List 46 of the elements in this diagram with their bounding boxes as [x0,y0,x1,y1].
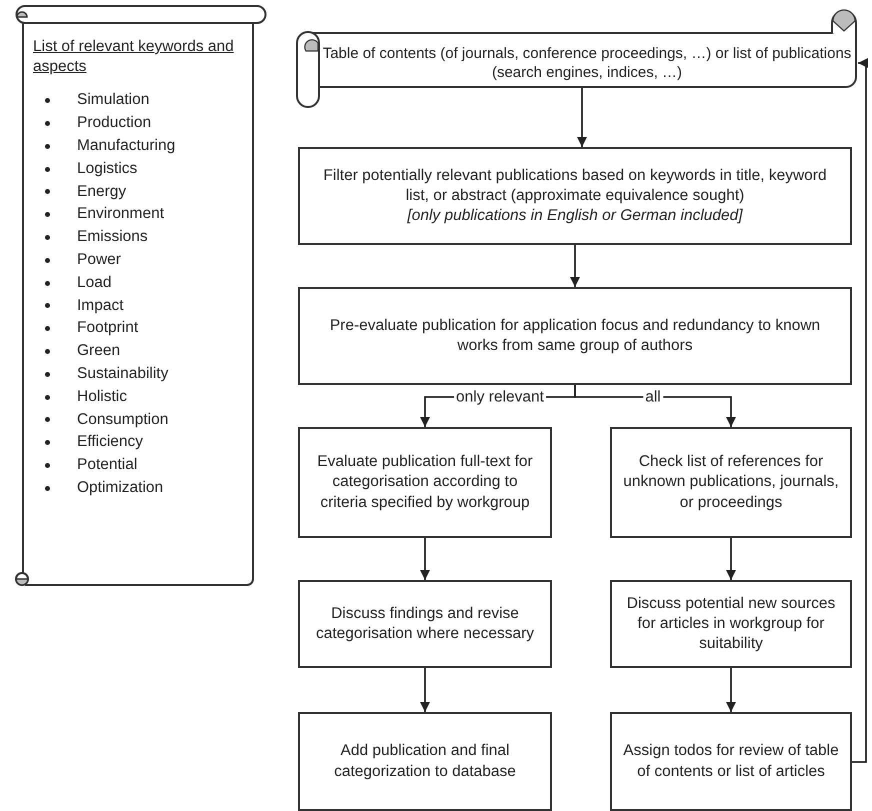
node-text: Pre-evaluate publication for application focus and redundancy to known works from same group of authors [328,316,822,356]
keyword-item: Consumption [77,410,168,430]
keyword-item: Optimization [77,478,164,498]
process-box [298,427,552,538]
keyword-item: Logistics [77,160,138,178]
keyword-item: Holistic [77,388,127,406]
keyword-item: Load [77,274,112,292]
process-box [298,580,552,668]
keyword-item: Production [77,114,152,133]
keyword-item: Power [77,250,121,270]
node-text: Evaluate publication full-text for categorisation according to criteria specified by workgroup [316,452,534,513]
node-text: Discuss findings and revise categorisation where necessary [315,604,535,644]
arrow [852,58,868,763]
arrow [726,668,736,712]
process-box [610,580,852,668]
arrow [577,87,587,147]
node-text: Check list of references for unknown publications, journals, or proceedings [622,452,840,513]
node-text: Filter potentially relevant publications based on keywords in title, keyword list, or abstract (approximate equivalence sought) [322,166,828,206]
keyword-item: Green [77,342,120,361]
process-box [298,712,552,811]
arrow [574,385,736,427]
process-box [298,287,852,385]
node-text: Discuss potential new sources for articles in workgroup for suitability [626,594,836,654]
node-text: Add publication and final categorization to database [333,741,517,782]
process-box [610,427,852,538]
keyword-item: Manufacturing [77,136,176,156]
keyword-item: Environment [77,205,164,224]
keyword-item: Efficiency [77,433,144,452]
keyword-item: Potential [77,456,138,475]
keyword-item: Impact [77,296,124,316]
node-text: Table of contents (of journals, conference proceedings, …) or list of publications (search engines, indices, …) [322,44,852,82]
keyword-item: Footprint [77,319,138,338]
note-text: [only publications in English or German included] [407,206,743,226]
keyword-item: Energy [77,182,126,202]
keyword-item: Emissions [77,228,148,247]
node-text: Assign todos for review of table of contents or list of articles [622,741,840,782]
arrow [420,538,430,580]
process-box [610,712,852,811]
arrow [570,245,580,287]
keyword-item: Sustainability [77,364,168,384]
arrow [726,538,736,580]
keyword-item: Simulation [77,91,150,110]
list-heading: List of relevant keywords and aspects [33,37,235,78]
process-box [298,147,852,245]
arrow [420,668,430,712]
edge-label: only relevant [454,388,546,406]
